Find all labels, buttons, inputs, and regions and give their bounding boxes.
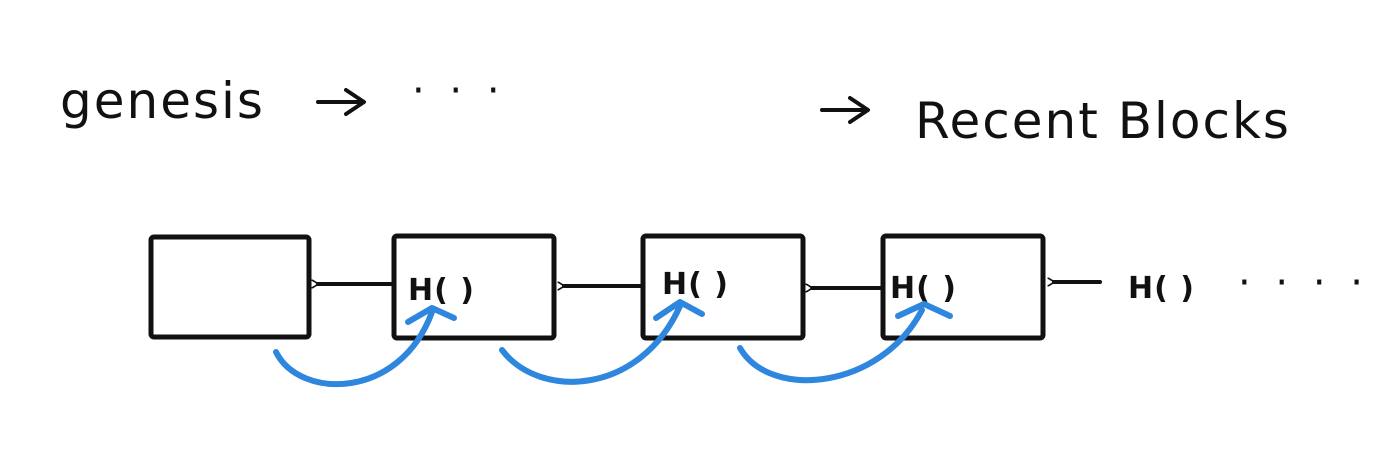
block-box	[391, 233, 557, 341]
block-box	[640, 233, 806, 341]
block-box	[148, 234, 312, 340]
block-genesis	[148, 234, 312, 340]
hash-link-2-to-3	[737, 301, 953, 384]
caption-dots: · · ·	[412, 68, 506, 114]
recent-blocks-label: Recent Blocks	[915, 92, 1291, 150]
caption-arrow-end	[820, 96, 870, 124]
genesis-label: genesis	[60, 72, 265, 130]
trailing-dots: · · · ·	[1238, 260, 1369, 306]
hash-links	[273, 299, 953, 388]
hash-link-0-to-1	[273, 305, 457, 388]
trailing-hash-label: H( )	[1128, 271, 1195, 306]
caption-row: genesis · · · Recent Blocks	[60, 68, 1291, 150]
block-hash-label: H( )	[662, 267, 729, 302]
block-hash-label: H( )	[890, 271, 957, 306]
block-hash-label: H( )	[408, 273, 475, 308]
caption-arrow-start	[316, 88, 366, 116]
block-3: H( )	[880, 233, 1046, 341]
pointer-arrows	[318, 282, 1102, 288]
block-box	[880, 233, 1046, 341]
block-2: H( )	[640, 233, 806, 341]
trailing-next: H( ) · · · ·	[1128, 260, 1369, 306]
block-1: H( )	[391, 233, 557, 341]
hash-link-1-to-2	[499, 299, 705, 385]
